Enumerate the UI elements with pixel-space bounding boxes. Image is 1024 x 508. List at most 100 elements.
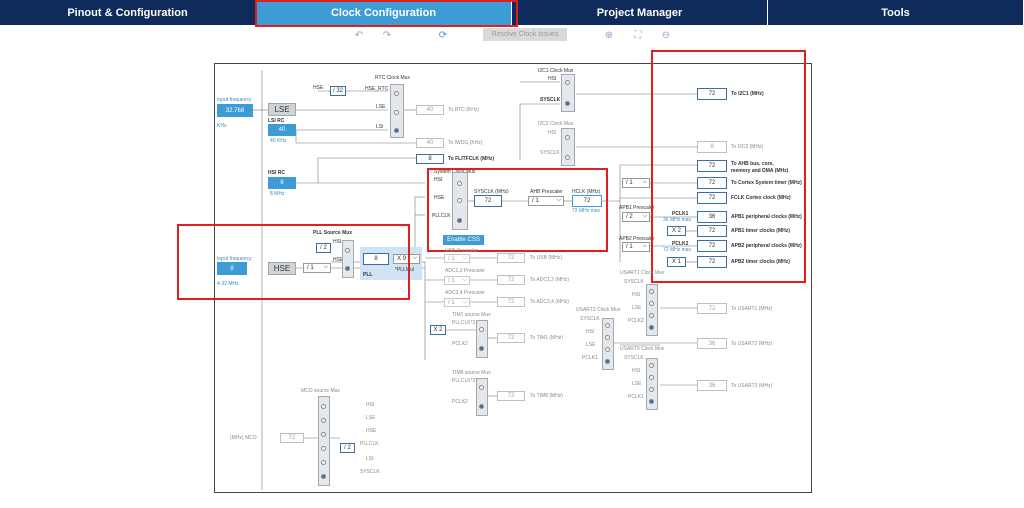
i2c1-output-value[interactable]: 72 <box>697 88 727 100</box>
usart3-radio-hsi[interactable] <box>649 375 654 380</box>
chevron-down-icon: ⌵ <box>642 179 647 185</box>
mco-radio-pllclk[interactable] <box>321 446 326 451</box>
redo-icon[interactable]: ↷ <box>382 29 392 41</box>
rtc-output-value[interactable]: 40 <box>416 105 444 115</box>
mco-radio-hsi[interactable] <box>321 404 326 409</box>
rtc-mux-radio-lsi[interactable] <box>394 128 399 133</box>
tim8-output-value[interactable]: 72 <box>497 391 525 401</box>
usart2-radio-pclk1[interactable] <box>605 359 610 364</box>
pll-hse-divider-select[interactable]: / 1⌵ <box>303 263 331 273</box>
mco-output-value[interactable]: 72 <box>280 433 304 443</box>
adc34-output-value[interactable]: 72 <box>497 297 525 307</box>
mco-radio-lsi[interactable] <box>321 460 326 465</box>
usb-output-value[interactable]: 72 <box>497 253 525 263</box>
flitfclk-output-value[interactable]: 8 <box>416 154 444 164</box>
enable-css-button[interactable]: Enable CSS <box>443 235 484 245</box>
hse-input-field[interactable]: 8 <box>217 262 247 275</box>
usart1-in-1: HSI <box>632 292 641 298</box>
mco-radio-hse[interactable] <box>321 432 326 437</box>
pll-multiplier-select[interactable]: X 9⌵ <box>393 254 420 264</box>
i2c2-output-value[interactable]: 8 <box>697 141 727 153</box>
adc34-prescaler-select[interactable]: / 1⌵ <box>444 298 470 307</box>
iwdg-output-value[interactable]: 40 <box>416 138 444 148</box>
apb2-prescaler-label: APB2 Prescaler <box>619 236 655 242</box>
usart3-output-value[interactable]: 36 <box>697 380 727 391</box>
usart1-radio-pclk2[interactable] <box>649 325 654 330</box>
usart1-output-value[interactable]: 72 <box>697 303 727 314</box>
usart3-clock-mux[interactable] <box>646 358 658 410</box>
tim8-radio-pllclk[interactable] <box>479 385 484 390</box>
rtc-hse-divider[interactable]: / 32 <box>330 86 346 96</box>
chevron-down-icon: ⌵ <box>462 277 467 283</box>
usart1-radio-lse[interactable] <box>649 313 654 318</box>
tim8-pllclk-label: PLLCLK*2 <box>452 378 476 384</box>
mco-source-mux[interactable] <box>318 396 330 486</box>
hclk-value[interactable]: 72 <box>572 195 602 207</box>
cortex-timer-output-value[interactable]: 72 <box>697 177 727 189</box>
chevron-down-icon: ⌵ <box>323 264 328 270</box>
undo-icon[interactable]: ↶ <box>354 29 364 41</box>
ahb-bus-output-value[interactable]: 72 <box>697 160 727 172</box>
fit-to-screen-icon[interactable]: ⛶ <box>634 29 642 41</box>
tim8-radio-pclk[interactable] <box>479 404 484 409</box>
tab-clock-configuration[interactable]: Clock Configuration <box>256 0 512 25</box>
resolve-clock-issues-button[interactable]: Resolve Clock Issues <box>483 28 567 41</box>
usart1-clock-mux[interactable] <box>646 284 658 336</box>
sysmux-radio-hse[interactable] <box>457 198 462 203</box>
usart3-radio-lse[interactable] <box>649 387 654 392</box>
apb2-prescaler-select[interactable]: / 1⌵ <box>622 242 650 252</box>
adc34-prescaler-value: / 1 <box>448 299 455 306</box>
rtc-mux-radio-hse[interactable] <box>394 91 399 96</box>
apb2-peripheral-output-value[interactable]: 72 <box>697 240 727 252</box>
apb1-timer-output-value[interactable]: 72 <box>697 225 727 237</box>
usart2-radio-sysclk[interactable] <box>605 323 610 328</box>
reset-icon[interactable]: ⟳ <box>438 29 448 41</box>
mco-radio-sysclk[interactable] <box>321 474 326 479</box>
i2c2-mux-radio-hsi[interactable] <box>565 135 570 140</box>
chevron-down-icon: ⌵ <box>642 243 647 249</box>
i2c1-mux-radio-hsi[interactable] <box>565 80 570 85</box>
i2c1-mux-radio-sysclk[interactable] <box>565 101 570 106</box>
usart3-radio-pclk1[interactable] <box>649 399 654 404</box>
apb2-timer-output-value[interactable]: 72 <box>697 256 727 268</box>
apb1-peripheral-output-value[interactable]: 36 <box>697 211 727 223</box>
i2c1-clock-mux[interactable] <box>561 74 575 112</box>
lse-input-field[interactable]: 32.768 <box>217 104 253 117</box>
tab-project-manager[interactable]: Project Manager <box>512 0 768 25</box>
usart3-radio-sysclk[interactable] <box>649 363 654 368</box>
usart2-output-value[interactable]: 36 <box>697 338 727 349</box>
i2c2-clock-mux[interactable] <box>561 128 575 166</box>
usart1-radio-hsi[interactable] <box>649 301 654 306</box>
sysmux-radio-pllclk[interactable] <box>457 218 462 223</box>
tim1-radio-pclk[interactable] <box>479 346 484 351</box>
fclk-output-value[interactable]: 72 <box>697 192 727 204</box>
zoom-out-icon[interactable]: ⊖ <box>661 29 671 41</box>
mco-radio-lse[interactable] <box>321 418 326 423</box>
highlight-pll-source <box>177 224 410 300</box>
usart2-radio-hsi[interactable] <box>605 335 610 340</box>
rtc-hse-rtc-label: HSE_RTC <box>365 86 389 92</box>
tim1-radio-pllclk[interactable] <box>479 327 484 332</box>
pll-source-radio-hse[interactable] <box>345 266 350 271</box>
apb1-prescaler-select[interactable]: / 2⌵ <box>622 212 650 222</box>
tim1-source-mux[interactable] <box>476 320 488 358</box>
usart2-radio-lse[interactable] <box>605 347 610 352</box>
adc12-output-value[interactable]: 72 <box>497 275 525 285</box>
usart1-radio-sysclk[interactable] <box>649 289 654 294</box>
cortex-divider-select[interactable]: / 1⌵ <box>622 178 650 188</box>
adc12-prescaler-select[interactable]: / 1⌵ <box>444 276 470 285</box>
ahb-prescaler-select[interactable]: / 1⌵ <box>528 196 564 206</box>
sysclk-value[interactable]: 72 <box>474 195 502 207</box>
zoom-in-icon[interactable]: ⊕ <box>604 29 614 41</box>
i2c2-mux-radio-sysclk[interactable] <box>565 155 570 160</box>
rtc-mux-radio-lse[interactable] <box>394 110 399 115</box>
usb-prescaler-select[interactable]: / 1⌵ <box>444 254 470 263</box>
fclk-output-label: FCLK Cortex clock (MHz) <box>731 195 791 201</box>
pll-input-value[interactable]: 8 <box>363 253 389 265</box>
lse-unit: KHz <box>217 123 227 129</box>
tim8-source-mux[interactable] <box>476 378 488 416</box>
sysmux-radio-hsi[interactable] <box>457 181 462 186</box>
tim1-output-value[interactable]: 72 <box>497 333 525 343</box>
pll-source-radio-hsi[interactable] <box>345 248 350 253</box>
usart2-clock-mux[interactable] <box>602 318 614 370</box>
